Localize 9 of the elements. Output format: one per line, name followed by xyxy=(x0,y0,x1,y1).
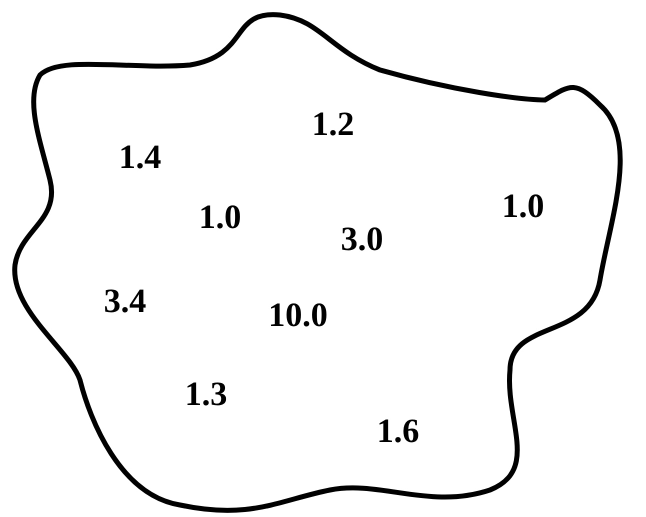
value-label: 1.3 xyxy=(184,378,228,412)
value-label: 1.6 xyxy=(376,415,420,449)
value-label: 1.4 xyxy=(118,141,162,175)
value-label: 10.0 xyxy=(268,299,328,333)
value-label: 1.0 xyxy=(502,190,544,224)
value-label: 1.2 xyxy=(312,108,354,142)
value-label: 3.4 xyxy=(104,285,146,319)
value-label: 3.0 xyxy=(340,223,384,257)
value-label: 1.0 xyxy=(198,201,242,235)
